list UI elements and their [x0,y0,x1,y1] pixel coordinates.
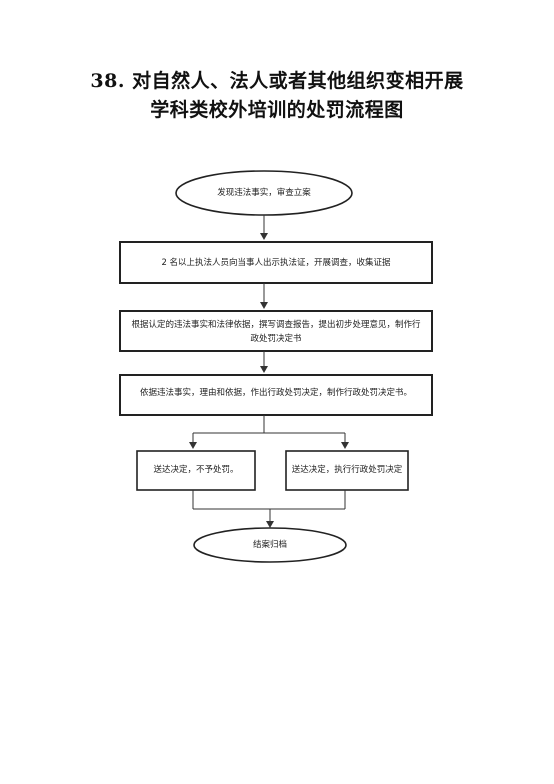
step2-box [119,310,433,352]
step2-label-line-2: 政处罚决定书 [250,334,302,344]
branch-left-box [136,450,256,491]
step1-label: 2 名以上执法人员向当事人出示执法证，开展调查，收集证据 [161,258,391,268]
end-node [193,527,347,563]
step3-box [119,374,433,416]
page-title-line-2: 学科类校外培训的处罚流程图 [150,99,404,121]
step2-label-line-1: 根据认定的违法事实和法律依据，撰写调查报告，提出初步处理意见，制作行 [131,320,421,330]
page-title-line-1: 38. 对自然人、法人或者其他组织变相开展 [90,70,464,92]
branch-left-label: 送达决定，不予处罚。 [153,465,239,475]
branch-right-box [285,450,409,491]
step3-label: 依据违法事实，理由和依据，作出行政处罚决定，制作行政处罚决定书。 [139,388,412,398]
step1-box [119,241,433,284]
start-node-label: 发现违法事实，审查立案 [217,188,311,198]
branch-right-label: 送达决定，执行行政处罚决定 [291,465,403,475]
end-node-label: 结案归档 [252,540,287,550]
